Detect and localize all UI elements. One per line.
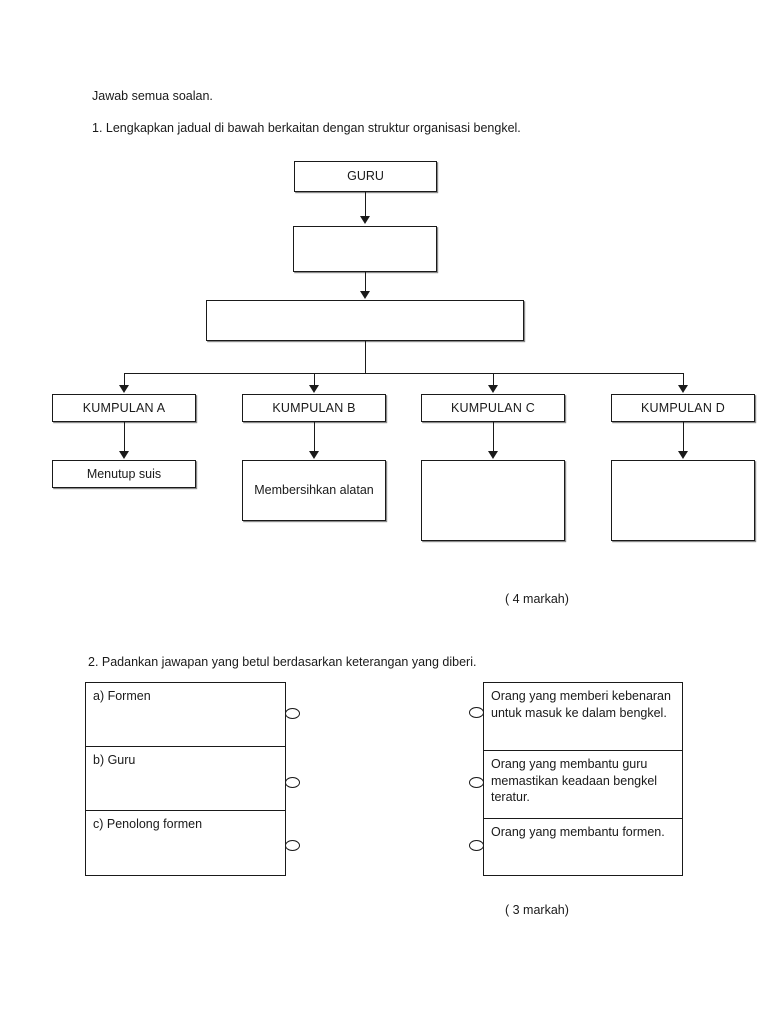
- connector-guru-to-level2: [365, 192, 367, 217]
- chart-box-label: Menutup suis: [86, 466, 162, 481]
- chart-box-label: Membersihkan alatan: [254, 483, 374, 498]
- chart-box-label: KUMPULAN A: [82, 400, 166, 415]
- match-connector-knob-right-1[interactable]: [469, 707, 484, 718]
- chart-box-guru: GURU: [294, 161, 437, 192]
- match-left-table: a) Formen b) Guru c) Penolong formen: [85, 682, 286, 876]
- chart-box-kumpulan-b: KUMPULAN B: [242, 394, 386, 422]
- chart-box-task-c-blank: [421, 460, 565, 541]
- match-connector-knob-left-c[interactable]: [285, 840, 300, 851]
- arrowhead-icon: [119, 385, 129, 393]
- match-connector-knob-left-b[interactable]: [285, 777, 300, 788]
- arrowhead-icon: [309, 385, 319, 393]
- arrowhead-icon: [488, 385, 498, 393]
- match-left-label: c) Penolong formen: [93, 817, 203, 831]
- connector-d-to-task: [683, 422, 685, 452]
- match-connector-knob-right-3[interactable]: [469, 840, 484, 851]
- match-connector-knob-left-a[interactable]: [285, 708, 300, 719]
- chart-box-level2-blank: [293, 226, 437, 272]
- connector-a-to-task: [124, 422, 126, 452]
- match-right-label: Orang yang membantu guru memastikan kead…: [491, 757, 658, 804]
- arrowhead-icon: [488, 451, 498, 459]
- arrowhead-icon: [678, 451, 688, 459]
- match-left-item-b[interactable]: b) Guru: [86, 747, 285, 811]
- connector-horizontal-bus: [124, 373, 684, 375]
- connector-b-to-task: [314, 422, 316, 452]
- arrowhead-icon: [119, 451, 129, 459]
- chart-box-kumpulan-c: KUMPULAN C: [421, 394, 565, 422]
- question-1-marks: ( 4 markah): [505, 592, 569, 606]
- match-connector-knob-right-2[interactable]: [469, 777, 484, 788]
- connector-drop-d: [683, 373, 685, 387]
- connector-level2-to-level3: [365, 272, 367, 292]
- match-left-item-a[interactable]: a) Formen: [86, 683, 285, 747]
- arrowhead-icon: [360, 216, 370, 224]
- arrowhead-icon: [309, 451, 319, 459]
- question-2-prompt: 2. Padankan jawapan yang betul berdasark…: [88, 655, 477, 669]
- arrowhead-icon: [678, 385, 688, 393]
- match-right-label: Orang yang membantu formen.: [491, 825, 665, 839]
- question-1-prompt: 1. Lengkapkan jadual di bawah berkaitan …: [92, 121, 521, 135]
- chart-box-label: GURU: [347, 169, 384, 184]
- match-right-item-3[interactable]: Orang yang membantu formen.: [484, 819, 682, 875]
- chart-box-level3-blank: [206, 300, 524, 341]
- chart-box-kumpulan-d: KUMPULAN D: [611, 394, 755, 422]
- instruction-text: Jawab semua soalan.: [92, 89, 213, 103]
- chart-box-label: KUMPULAN C: [451, 400, 535, 415]
- chart-box-label: KUMPULAN B: [272, 400, 356, 415]
- connector-level3-stem: [365, 341, 367, 374]
- chart-box-task-d-blank: [611, 460, 755, 541]
- chart-box-kumpulan-a: KUMPULAN A: [52, 394, 196, 422]
- match-right-item-2[interactable]: Orang yang membantu guru memastikan kead…: [484, 751, 682, 819]
- arrowhead-icon: [360, 291, 370, 299]
- match-right-table: Orang yang memberi kebenaran untuk masuk…: [483, 682, 683, 876]
- match-left-item-c[interactable]: c) Penolong formen: [86, 811, 285, 875]
- connector-drop-b: [314, 373, 316, 387]
- chart-box-label: KUMPULAN D: [641, 400, 725, 415]
- match-right-label: Orang yang memberi kebenaran untuk masuk…: [491, 689, 671, 720]
- question-2-marks: ( 3 markah): [505, 903, 569, 917]
- chart-box-task-b: Membersihkan alatan: [242, 460, 386, 521]
- connector-drop-c: [493, 373, 495, 387]
- match-left-label: a) Formen: [93, 689, 151, 703]
- match-left-label: b) Guru: [93, 753, 136, 767]
- chart-box-task-a: Menutup suis: [52, 460, 196, 488]
- connector-c-to-task: [493, 422, 495, 452]
- connector-drop-a: [124, 373, 126, 387]
- match-right-item-1[interactable]: Orang yang memberi kebenaran untuk masuk…: [484, 683, 682, 751]
